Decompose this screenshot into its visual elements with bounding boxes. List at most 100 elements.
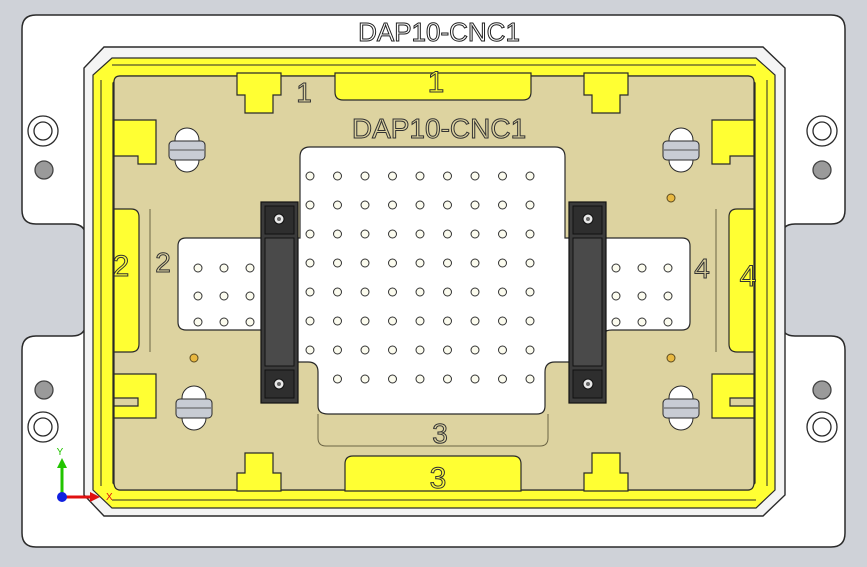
grid-hole [333, 374, 342, 384]
grid-hole [525, 374, 535, 384]
grid-hole [305, 345, 315, 355]
grid-hole [415, 287, 425, 297]
plate-label-top: DAP10-CNC1 [358, 17, 520, 47]
grid-hole [415, 200, 425, 210]
grid-hole [388, 171, 397, 181]
tab-right-top [711, 119, 755, 165]
grid-hole [443, 258, 452, 268]
tab-bottom-left [236, 452, 282, 492]
tab-right-center [728, 208, 755, 353]
tab-right-bottom [711, 373, 755, 419]
grid-hole [305, 200, 315, 210]
grid-hole [333, 200, 342, 210]
clamp-left [260, 201, 299, 404]
grid-hole [305, 316, 315, 326]
grid-hole [388, 345, 397, 355]
grid-hole [470, 171, 480, 181]
grid-hole [245, 263, 255, 273]
grid-hole [360, 171, 370, 181]
grid-hole [470, 345, 480, 355]
mount-hole-bottom-left [27, 380, 59, 443]
grid-hole [443, 374, 452, 384]
grid-hole [388, 200, 397, 210]
grid-hole [219, 291, 229, 301]
grid-hole [525, 287, 535, 297]
grid-hole [219, 317, 229, 327]
tab-left-bottom [113, 373, 157, 419]
grid-hole [305, 229, 315, 239]
pin-top-right [662, 127, 700, 173]
tab-left-center [113, 208, 140, 353]
grid-hole [360, 374, 370, 384]
axis-triad: Y X [57, 447, 113, 503]
grid-hole [525, 345, 535, 355]
grid-hole [498, 287, 507, 297]
grid-hole [470, 374, 480, 384]
grid-hole [245, 291, 255, 301]
hole-grid [193, 171, 673, 384]
dowel-holes [189, 193, 676, 363]
grid-hole [637, 291, 647, 301]
grid-hole [443, 316, 452, 326]
grid-hole [525, 229, 535, 239]
grid-hole [193, 291, 203, 301]
grid-hole [443, 171, 452, 181]
side-number-bottom-inner: 3 [432, 418, 448, 449]
side-number-left-outer: 2 [113, 250, 130, 283]
grid-hole [360, 316, 370, 326]
grid-hole [415, 374, 425, 384]
pin-top-left [168, 127, 206, 173]
grid-hole [663, 291, 673, 301]
side-number-top-inner: 1 [296, 77, 312, 108]
side-number-top-outer: 1 [428, 66, 445, 99]
mount-hole-top-right [806, 115, 838, 180]
locating-tabs [113, 72, 755, 492]
grid-hole [443, 287, 452, 297]
pin-bottom-left [175, 385, 213, 431]
grid-hole [663, 263, 673, 273]
grid-hole [637, 263, 647, 273]
grid-hole [611, 263, 621, 273]
tab-bottom-center [344, 455, 522, 492]
clamp-right [568, 201, 607, 404]
grid-hole [498, 171, 507, 181]
grid-hole [415, 316, 425, 326]
grid-hole [388, 287, 397, 297]
side-number-right-inner: 4 [694, 253, 710, 284]
grid-hole [611, 317, 621, 327]
grid-hole [388, 316, 397, 326]
grid-hole [333, 229, 342, 239]
grid-hole [219, 263, 229, 273]
grid-hole [443, 345, 452, 355]
locating-pins [168, 127, 700, 431]
grid-hole [305, 258, 315, 268]
grid-hole [415, 229, 425, 239]
grid-hole [305, 171, 315, 181]
grid-hole [498, 374, 507, 384]
tab-left-top [113, 119, 157, 165]
grid-hole [470, 258, 480, 268]
side-number-bottom-outer: 3 [430, 462, 447, 495]
grid-hole [637, 317, 647, 327]
axis-y-arrow [57, 458, 67, 468]
grid-hole [415, 171, 425, 181]
grid-hole [333, 345, 342, 355]
grid-hole [470, 229, 480, 239]
center-work-area [177, 146, 691, 415]
axis-z-dot [57, 492, 67, 502]
plate-label-inner: DAP10-CNC1 [352, 113, 526, 144]
grid-hole [470, 287, 480, 297]
grid-hole [525, 200, 535, 210]
tab-top-right [583, 72, 629, 114]
axis-x-arrow [90, 492, 100, 502]
grid-hole [360, 258, 370, 268]
grid-hole [443, 200, 452, 210]
yellow-frame-edges [100, 64, 768, 501]
axis-y-label: Y [57, 447, 64, 458]
tab-top-left [236, 72, 282, 114]
grid-hole [611, 291, 621, 301]
grid-hole [360, 200, 370, 210]
grid-hole [360, 229, 370, 239]
